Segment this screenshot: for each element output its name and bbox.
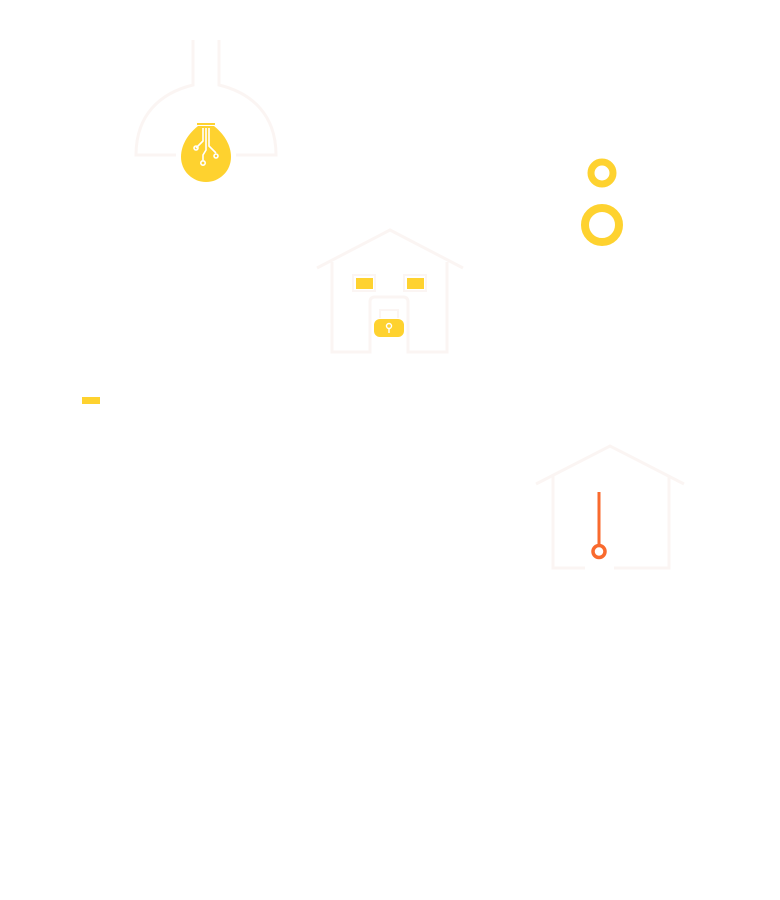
lamp-icon <box>134 40 278 182</box>
rings-icon <box>581 158 623 246</box>
dash-icon <box>82 397 100 404</box>
house-thermometer-icon <box>535 444 685 570</box>
house-lock-icon <box>316 228 464 354</box>
